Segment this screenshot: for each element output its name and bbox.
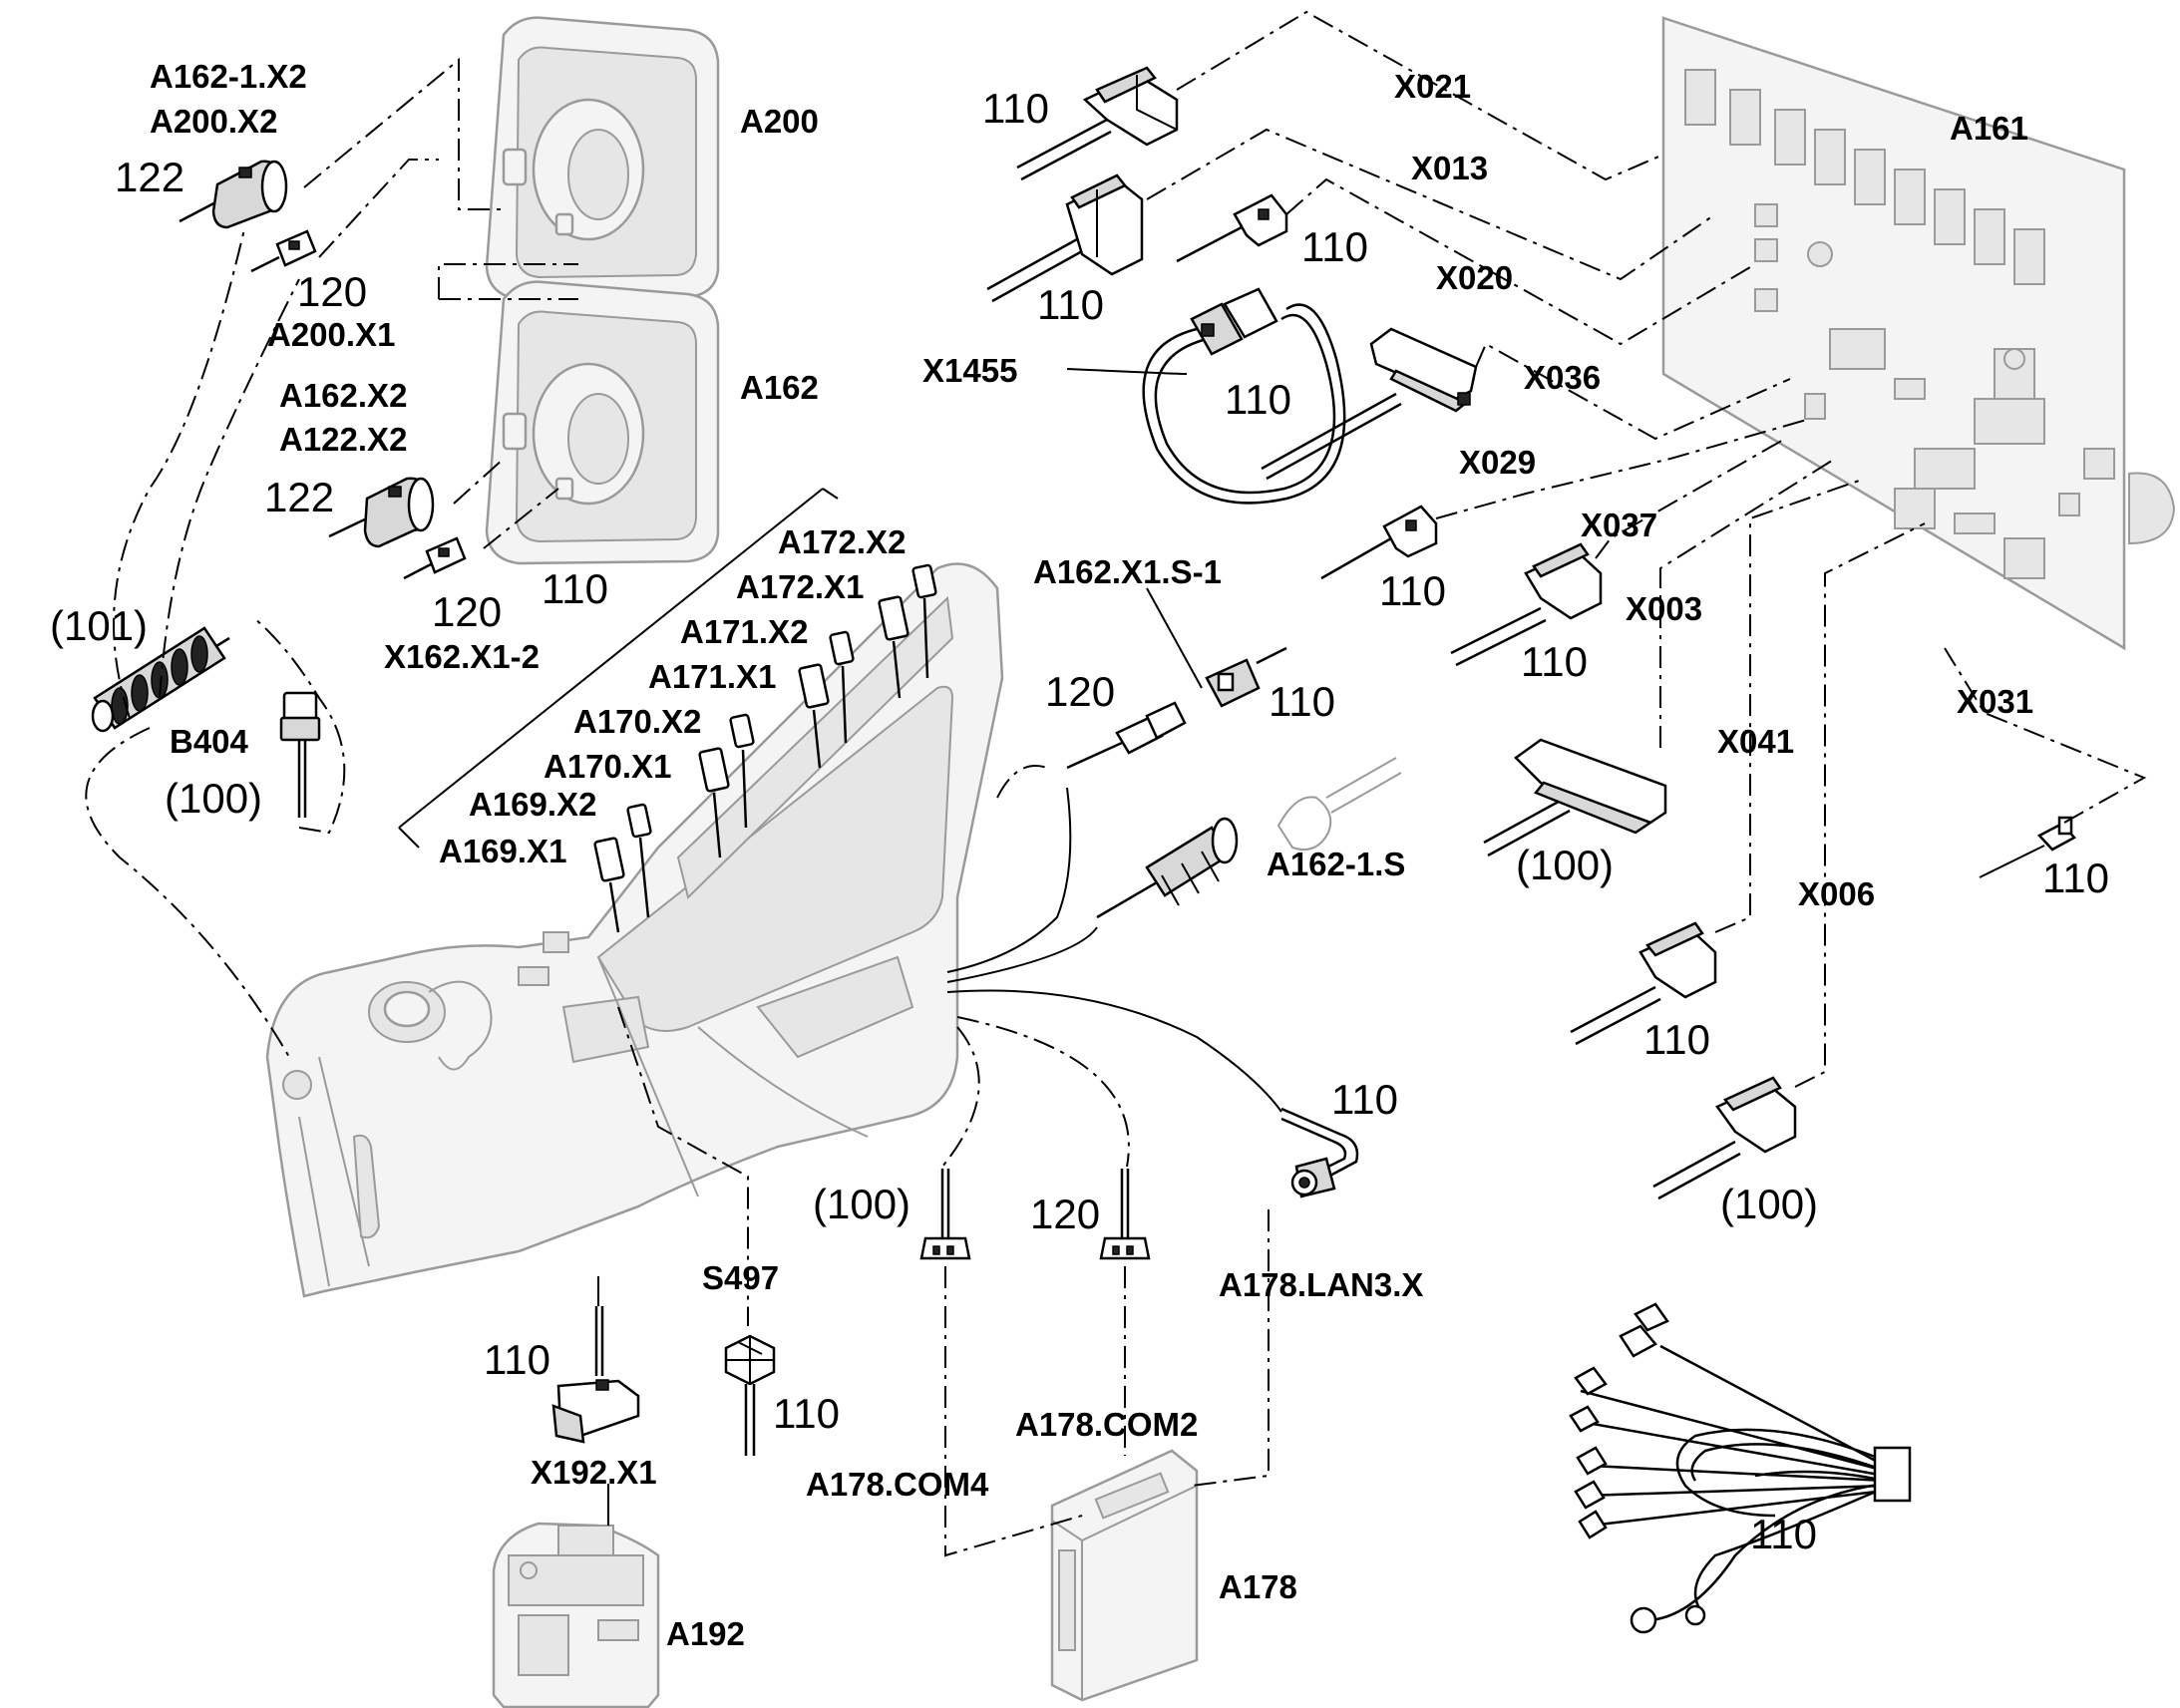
connector-x041: [1570, 921, 1717, 1046]
label-a170-x1: A170.X1: [544, 748, 671, 785]
label-a162-1-x2: A162-1.X2: [150, 58, 307, 95]
display-a200: [485, 16, 720, 301]
num-110-x1455: 110: [1225, 376, 1291, 423]
console-plug-connectors: [593, 563, 937, 933]
connector-com2: [1099, 1169, 1151, 1260]
num-120-top: 120: [297, 268, 367, 315]
label-x1455: X1455: [922, 352, 1017, 389]
connector-122-top: [179, 160, 288, 229]
label-a170-x2: A170.X2: [573, 703, 701, 740]
label-a178-lan3-x: A178.LAN3.X: [1219, 1266, 1423, 1303]
connector-com4: [919, 1169, 971, 1260]
label-a200-x1: A200.X1: [267, 316, 395, 353]
num-110-x037: 110: [1521, 638, 1588, 685]
label-a162: A162: [740, 369, 819, 406]
label-x021: X021: [1394, 68, 1471, 105]
num-110-x020: 110: [1301, 223, 1368, 270]
label-s497: S497: [702, 1259, 779, 1296]
connector-x020: [1176, 193, 1288, 263]
num-110-x031: 110: [2042, 854, 2109, 901]
num-110-x029: 110: [1379, 567, 1446, 614]
label-a172-x1: A172.X1: [736, 568, 864, 605]
label-a178-com2: A178.COM2: [1015, 1406, 1198, 1443]
label-x037: X037: [1581, 507, 1657, 543]
num-120-mid: 120: [432, 588, 502, 635]
leader-lines: [85, 10, 2147, 1557]
connector-x192-x1: [551, 1306, 640, 1444]
connector-x037: [1450, 542, 1603, 667]
connector-a162-x1-s1: [1066, 646, 1287, 770]
num-120-s1: 120: [1045, 668, 1115, 715]
label-a162-1-s: A162-1.S: [1267, 846, 1405, 882]
item-numbers: 122 120 122 120 110 (101) (100) 110 110 …: [50, 85, 2109, 1557]
label-x031: X031: [1957, 683, 2033, 720]
num-100-b404: (100): [165, 775, 262, 822]
connector-a178-lan3: [1280, 1107, 1359, 1198]
sensor-b404: [279, 691, 321, 818]
num-110-console: 110: [542, 565, 608, 612]
label-a171-x1: A171.X1: [648, 658, 776, 695]
num-110-harness: 110: [1750, 1511, 1817, 1557]
cable-x1455: [1142, 287, 1346, 505]
label-x013: X013: [1411, 150, 1488, 186]
label-x041: X041: [1717, 723, 1794, 760]
label-a171-x2: A171.X2: [680, 613, 808, 650]
labels: A162-1.X2 A200.X2 A200 A200.X1 A162.X2 A…: [150, 58, 2033, 1652]
connector-x006: [1652, 1076, 1797, 1200]
connector-x013: [986, 173, 1144, 303]
label-a172-x2: A172.X2: [778, 523, 906, 560]
cable-sleeve-101: [91, 626, 230, 733]
label-x162-x1-2: X162.X1-2: [384, 638, 540, 675]
label-x192-x1: X192.X1: [531, 1454, 657, 1491]
connector-x021: [1016, 66, 1179, 181]
label-a200: A200: [740, 103, 819, 140]
board-a161: [1661, 16, 2176, 651]
label-a162-x2: A162.X2: [279, 377, 407, 414]
connector-x036: [1261, 327, 1478, 481]
label-x020: X020: [1436, 259, 1513, 296]
label-x003: X003: [1626, 590, 1702, 627]
num-101: (101): [50, 602, 148, 649]
label-x036: X036: [1524, 359, 1601, 396]
sensor-a162-1-s: [1096, 757, 1402, 919]
switch-s497: [724, 1334, 776, 1456]
label-b404: B404: [170, 723, 249, 760]
label-a178-com4: A178.COM4: [806, 1466, 989, 1503]
num-110-lan: 110: [1331, 1076, 1398, 1123]
connector-x003: [1483, 738, 1667, 857]
num-110-x021: 110: [982, 85, 1049, 132]
connector-x031: [1979, 816, 2076, 878]
connector-x029: [1320, 505, 1438, 580]
label-a178: A178: [1219, 1568, 1297, 1605]
num-110-x013: 110: [1037, 281, 1104, 328]
label-a161: A161: [1950, 110, 2028, 147]
label-a192: A192: [666, 1615, 745, 1652]
module-a192: [492, 1522, 660, 1708]
label-a162-x1-s1: A162.X1.S-1: [1033, 553, 1222, 590]
num-100-com4: (100): [813, 1181, 910, 1227]
label-x006: X006: [1798, 875, 1875, 912]
num-122-mid: 122: [264, 474, 334, 520]
label-a169-x2: A169.X2: [469, 786, 596, 823]
num-122-top: 122: [115, 154, 184, 200]
display-a162: [485, 280, 720, 565]
wiring-harness-110: [1569, 1302, 1912, 1634]
num-100-x006: (100): [1720, 1181, 1818, 1227]
num-100-x003: (100): [1516, 842, 1614, 888]
connector-120-mid: [403, 536, 467, 580]
num-110-s1: 110: [1269, 678, 1335, 725]
connector-122-mid: [328, 477, 435, 548]
num-110-x041: 110: [1643, 1016, 1710, 1063]
label-a200-x2: A200.X2: [150, 103, 277, 140]
label-a122-x2: A122.X2: [279, 421, 407, 458]
num-120-com2: 120: [1030, 1191, 1100, 1237]
label-a169-x1: A169.X1: [439, 833, 566, 869]
num-110-s497: 110: [773, 1390, 840, 1437]
connector-120-top: [250, 229, 317, 273]
module-a178: [1050, 1449, 1199, 1702]
num-110-x192: 110: [484, 1336, 550, 1383]
label-x029: X029: [1459, 444, 1536, 481]
